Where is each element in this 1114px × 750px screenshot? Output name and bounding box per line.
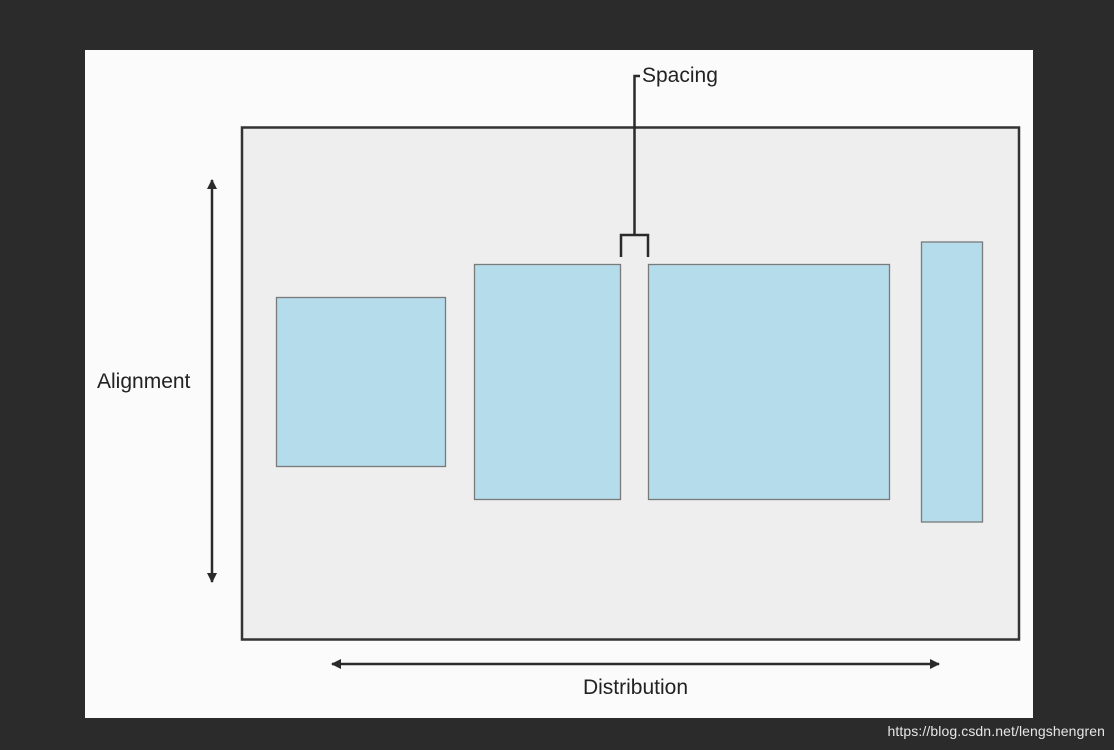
arranged-view-1 — [275, 296, 447, 468]
alignment-label: Alignment — [97, 370, 191, 393]
arranged-view-3 — [647, 263, 891, 501]
spacing-leader-line — [633, 74, 640, 235]
arranged-view-4 — [920, 241, 984, 523]
spacing-label: Spacing — [642, 64, 718, 87]
arranged-view-2 — [473, 263, 622, 501]
watermark: https://blog.csdn.net/lengshengren — [887, 723, 1105, 739]
distribution-label: Distribution — [583, 676, 688, 699]
